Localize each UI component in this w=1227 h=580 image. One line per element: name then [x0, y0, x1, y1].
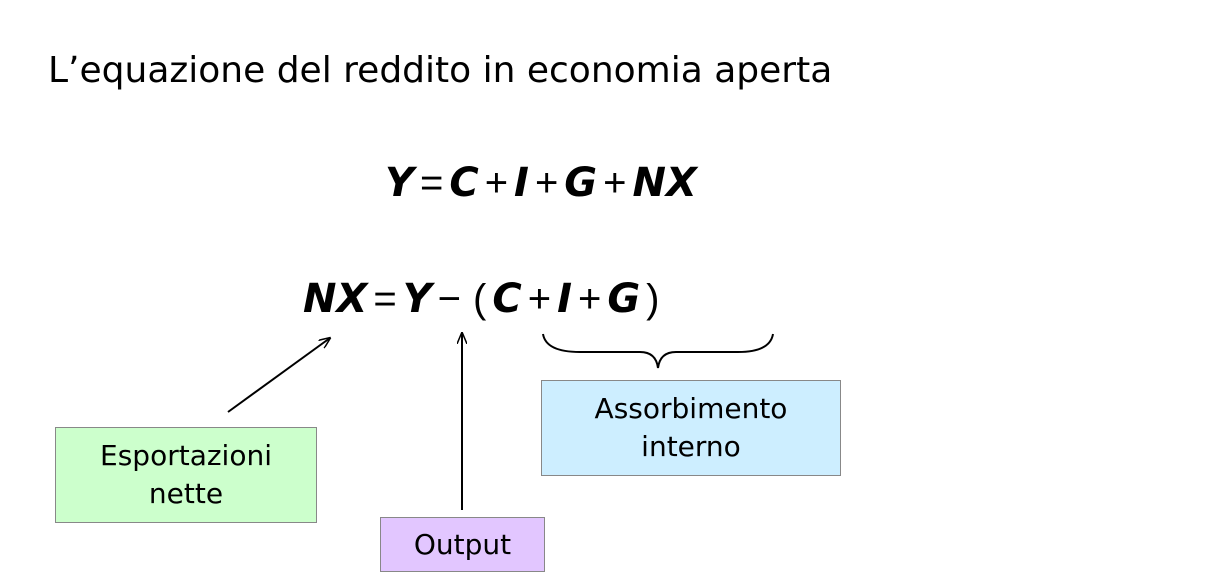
- equation-variable: NX: [632, 160, 697, 206]
- equation-operator: +: [527, 277, 552, 321]
- equation-operator: (: [473, 277, 487, 321]
- net-exports-box: Esportazioni nette: [55, 427, 317, 523]
- equation-operator: ): [646, 277, 660, 321]
- output-box: Output: [380, 517, 545, 572]
- equation-operator: +: [603, 161, 627, 205]
- net-exports-label-line2: nette: [148, 477, 224, 510]
- absorption-label-line1: Assorbimento: [594, 392, 788, 425]
- equation-variable: C: [449, 160, 479, 206]
- equation-operator: +: [484, 161, 509, 205]
- net-exports-arrow: [227, 338, 330, 413]
- absorption-brace: [542, 333, 774, 369]
- equation-variable: Y: [402, 276, 432, 322]
- income-equation: Y=C+I+G+NX: [385, 160, 697, 206]
- equation-operator: =: [419, 161, 444, 205]
- equation-operator: +: [577, 277, 602, 321]
- equation-variable: I: [514, 160, 529, 206]
- output-label: Output: [413, 527, 512, 561]
- equation-variable: C: [492, 276, 522, 322]
- absorption-box: Assorbimento interno: [541, 380, 841, 476]
- slide-title: L’equazione del reddito in economia aper…: [48, 50, 833, 91]
- equation-operator: +: [534, 161, 559, 205]
- net-exports-equation: NX=Y−(C+I+G): [303, 276, 665, 322]
- absorption-label-line2: interno: [641, 430, 741, 463]
- equation-operator: =: [373, 277, 397, 321]
- equation-variable: NX: [303, 276, 368, 322]
- equation-variable: G: [564, 160, 598, 206]
- net-exports-label-line1: Esportazioni: [100, 439, 272, 472]
- equation-operator: −: [437, 277, 462, 321]
- equation-variable: G: [607, 276, 641, 322]
- equation-variable: I: [557, 276, 572, 322]
- equation-variable: Y: [385, 160, 414, 206]
